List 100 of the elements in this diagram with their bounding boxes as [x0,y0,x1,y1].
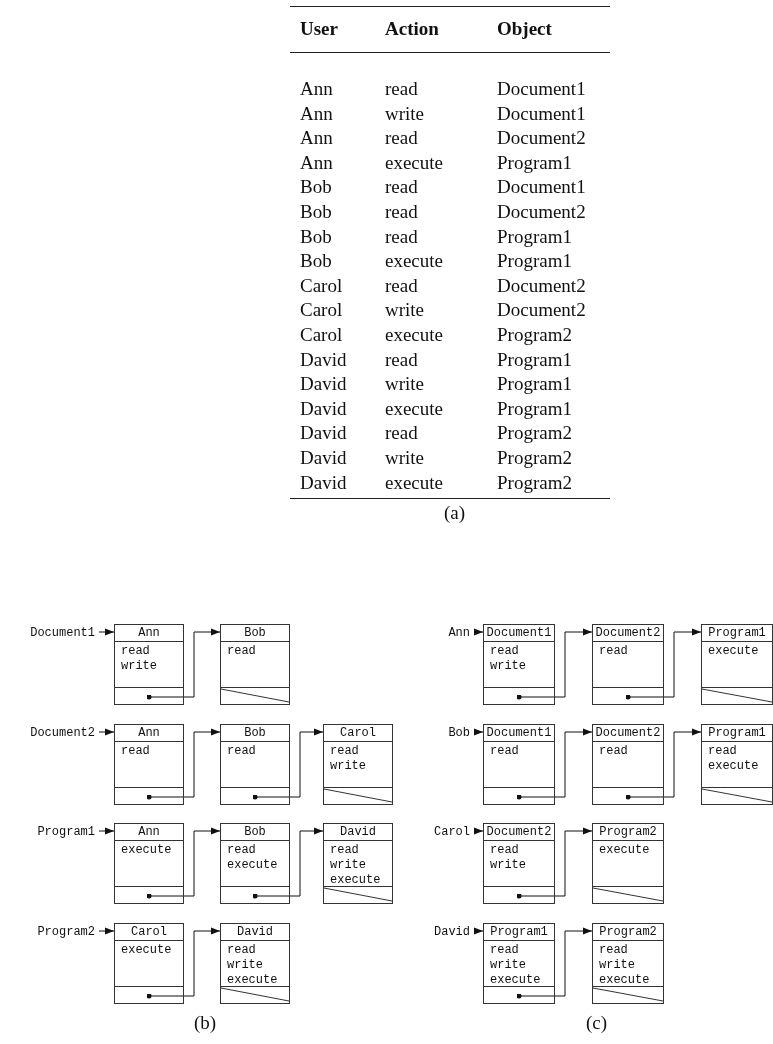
table-cell: execute [385,151,443,174]
table-cell: Program2 [497,471,572,494]
permission-list: execute [121,943,172,958]
pointer-arrow [146,927,221,999]
node-header-label: Program2 [593,924,663,941]
pointer-arrow [146,728,221,800]
table-cell: read [385,274,418,297]
panel-caption: (a) [444,501,466,524]
permission-list: execute [121,843,172,858]
permission-list: read execute [227,843,278,873]
table-cell: Ann [300,102,333,125]
pointer-arrow [98,728,115,736]
table-cell: Ann [300,78,333,100]
permission-list: read [227,644,256,659]
table-cell: Program1 [497,373,572,396]
pointer-arrow [473,628,484,636]
permission-list: read write execute [330,843,381,888]
table-cell: read [385,78,418,100]
permission-list: read [599,644,628,659]
list-node-box [483,624,555,705]
table-cell: Carol [300,324,343,346]
table-cell: Carol [300,299,343,322]
table-cell: write [385,299,425,322]
panel-caption: (b) [194,1012,217,1034]
node-header-label: Ann [115,625,183,642]
list-node-box [323,724,393,805]
list-node-box [220,923,290,1004]
list-head-label: Carol [434,824,470,840]
list-node-box [114,923,184,1004]
table-cell: Carol [300,274,343,297]
table-cell: Ann [300,151,333,174]
table-cell: read [385,422,418,445]
node-header-label: David [324,824,392,841]
table-cell: Bob [300,176,332,199]
permission-list: read write [490,843,526,873]
node-header-label: Document2 [484,824,554,841]
node-header-label: Ann [115,824,183,841]
list-node-box [701,724,773,805]
table-cell: Program1 [497,348,572,371]
table-cell: David [300,471,347,494]
pointer-arrow [473,728,484,736]
pointer-arrow [146,628,221,700]
table-cell: Program2 [497,422,572,445]
permission-list: read [121,744,150,759]
table-cell: write [385,373,425,396]
list-head-label: David [434,924,470,940]
permission-list: execute [708,644,759,659]
node-header-label: Document2 [593,625,663,642]
table-cell: David [300,447,347,469]
node-header-label: Document1 [484,725,554,742]
permission-list: read execute [708,744,759,774]
table-cell: execute [385,471,443,494]
pointer-arrow [98,628,115,636]
pointer-arrow [625,628,702,700]
list-node-box [701,624,773,705]
table-cell: read [385,348,418,371]
list-head-label: Bob [448,725,470,741]
list-head-label: Document1 [30,625,95,641]
table-cell: write [385,447,425,469]
table-cell: Document1 [497,102,586,125]
node-header-label: Document2 [593,725,663,742]
node-header-label: David [221,924,289,941]
list-node-box [592,823,664,904]
list-head-label: Document2 [30,725,95,741]
node-header-label: Program1 [702,725,772,742]
node-header-label: Program1 [484,924,554,941]
table-cell: read [385,225,418,248]
permission-list: read write [490,644,526,674]
pointer-arrow [252,728,324,800]
node-header-label: Bob [221,824,289,841]
table-cell: David [300,373,347,396]
table-cell: execute [385,250,443,273]
list-node-box [592,724,664,805]
pointer-arrow [473,827,484,835]
pointer-arrow [516,628,593,700]
permission-list: execute [599,843,650,858]
table-cell: execute [385,324,443,346]
table-cell: Document2 [497,127,586,150]
column-header: User [300,18,338,40]
list-node-box [114,624,184,705]
list-head-label: Program1 [37,824,95,840]
pointer-arrow [146,827,221,899]
table-cell: execute [385,397,443,420]
list-head-label: Ann [448,625,470,641]
node-header-label: Carol [115,924,183,941]
table-cell: Bob [300,201,332,223]
pointer-arrow [516,827,593,899]
column-header: Object [497,18,552,40]
pointer-arrow [252,827,324,899]
node-header-label: Ann [115,725,183,742]
list-head-label: Program2 [37,924,95,940]
table-cell: David [300,397,347,420]
table-cell: Document2 [497,274,586,297]
table-cell: Ann [300,127,333,150]
permission-list: read write [330,744,366,774]
list-node-box [220,724,290,805]
pointer-arrow [516,728,593,800]
permission-list: read write execute [599,943,650,988]
permission-list: read [599,744,628,759]
permission-list: read [490,744,519,759]
